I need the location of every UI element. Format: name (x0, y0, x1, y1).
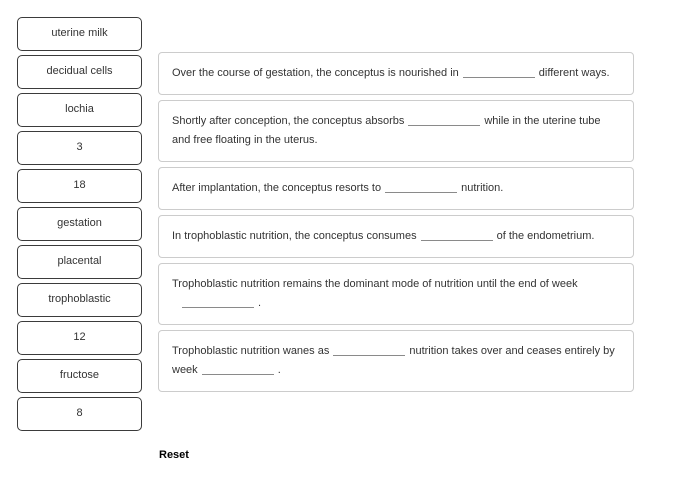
word-bank-tile-label: 12 (73, 331, 86, 344)
word-bank-tile-label: placental (57, 255, 102, 268)
answer-blank-slot[interactable] (182, 295, 254, 308)
sentence-list: Over the course of gestation, the concep… (158, 52, 634, 397)
sentence-text: After implantation, the conceptus resort… (172, 179, 621, 198)
sentence-fragment: Trophoblastic nutrition wanes as (172, 345, 330, 357)
sentence-fragment: Shortly after conception, the conceptus … (172, 115, 405, 127)
word-bank-tile-label: uterine milk (51, 27, 108, 40)
sentence-text: Trophoblastic nutrition remains the domi… (172, 275, 621, 313)
sentence-fragment: In trophoblastic nutrition, the conceptu… (172, 230, 417, 242)
word-bank-tile[interactable]: 18 (17, 169, 142, 203)
sentence-text: In trophoblastic nutrition, the conceptu… (172, 227, 621, 246)
sentence-box: Trophoblastic nutrition remains the domi… (158, 263, 634, 325)
answer-blank-slot[interactable] (462, 65, 535, 78)
answer-blank-slot[interactable] (408, 113, 481, 126)
answer-blank-slot[interactable] (385, 180, 458, 193)
word-bank-tile[interactable]: placental (17, 245, 142, 279)
word-bank-tile[interactable]: 8 (17, 397, 142, 431)
sentence-fragment: Trophoblastic nutrition remains the domi… (172, 278, 578, 290)
word-bank-tile[interactable]: lochia (17, 93, 142, 127)
word-bank-tile-label: 3 (76, 141, 83, 154)
word-bank-tile-label: trophoblastic (48, 293, 111, 306)
sentence-box: After implantation, the conceptus resort… (158, 167, 634, 210)
sentence-fragment: different ways. (538, 67, 610, 79)
sentence-text: Shortly after conception, the conceptus … (172, 112, 621, 150)
sentence-fragment: . (277, 364, 281, 376)
word-bank-tile-label: fructose (59, 369, 100, 382)
word-bank-tile[interactable]: 12 (17, 321, 142, 355)
answer-blank-slot[interactable] (420, 228, 493, 241)
word-bank-tile[interactable]: fructose (17, 359, 142, 393)
sentence-text: Over the course of gestation, the concep… (172, 64, 621, 83)
sentence-box: Over the course of gestation, the concep… (158, 52, 634, 95)
sentence-fragment: of the endometrium. (496, 230, 595, 242)
sentence-fragment: Over the course of gestation, the concep… (172, 67, 459, 79)
word-bank-tile-label: gestation (57, 217, 102, 230)
answer-blank-slot[interactable] (201, 362, 274, 375)
reset-button[interactable]: Reset (159, 449, 189, 461)
word-bank-tile-label: lochia (65, 103, 94, 116)
word-bank-tile[interactable]: trophoblastic (17, 283, 142, 317)
sentence-fragment: . (258, 297, 262, 309)
word-bank-tile[interactable]: decidual cells (17, 55, 142, 89)
sentence-fragment: nutrition takes over and ceases entirely… (172, 345, 615, 376)
word-bank-column: uterine milk decidual cells lochia 3 18 gesta… (17, 17, 142, 435)
sentence-fragment: nutrition. (461, 182, 504, 194)
word-bank-tile-label: 18 (73, 179, 86, 192)
sentence-fragment: while in the uterine tube and free float… (172, 115, 601, 146)
word-bank-tile[interactable]: 3 (17, 131, 142, 165)
word-bank-tile-label: 8 (76, 407, 83, 420)
word-bank-tile[interactable]: uterine milk (17, 17, 142, 51)
sentence-box: In trophoblastic nutrition, the conceptu… (158, 215, 634, 258)
sentence-box: Shortly after conception, the conceptus … (158, 100, 634, 162)
sentence-fragment: After implantation, the conceptus resort… (172, 182, 382, 194)
word-bank-tile[interactable]: gestation (17, 207, 142, 241)
word-bank-tile-label: decidual cells (46, 65, 113, 78)
answer-blank-slot[interactable] (333, 343, 406, 356)
